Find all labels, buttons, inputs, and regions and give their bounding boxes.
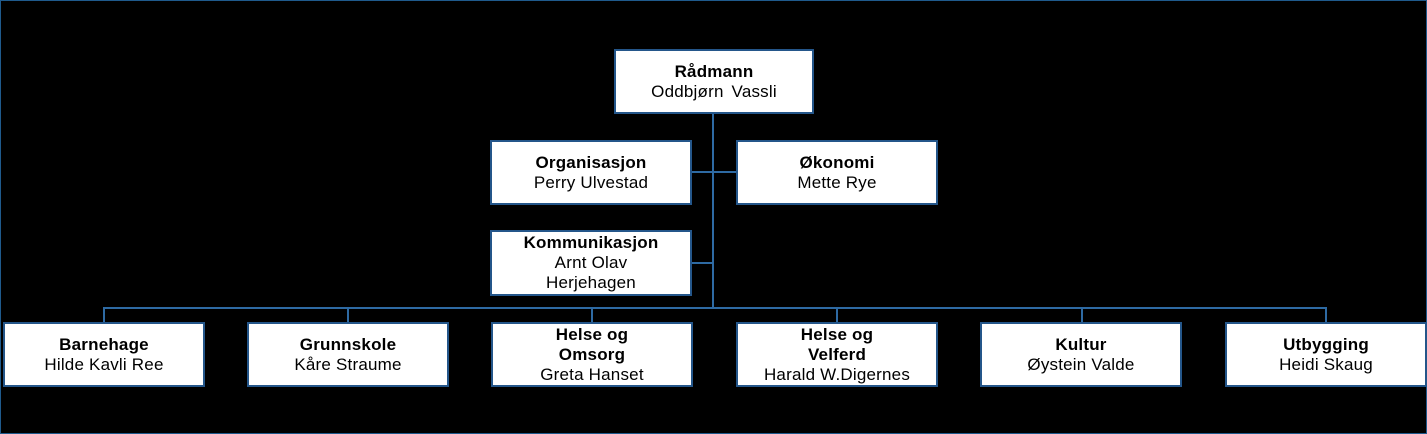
node-kultur: Kultur Øystein Valde: [980, 322, 1182, 387]
connector-unit-drop: [1081, 307, 1083, 323]
connector-staff-right: [713, 171, 737, 173]
connector-unit-drop: [591, 307, 593, 323]
node-title: Kultur: [1055, 334, 1107, 354]
connector-staff-kommunikasjon: [692, 262, 713, 264]
connector-unit-drop: [836, 307, 838, 323]
node-okonomi: Økonomi Mette Rye: [736, 140, 938, 205]
node-title: Rådmann: [674, 61, 754, 81]
node-title: Organisasjon: [535, 152, 647, 172]
node-title: Kommunikasjon: [523, 233, 659, 252]
node-title: Utbygging: [1283, 334, 1369, 354]
node-person: Harald W.Digernes: [763, 364, 911, 384]
connector-staff-left: [691, 171, 713, 173]
connector-trunk: [712, 113, 714, 308]
node-person: Kåre Straume: [294, 354, 402, 374]
node-person: Perry Ulvestad: [533, 172, 649, 192]
connector-unit-drop: [1325, 307, 1327, 323]
node-person: Oddbjørn Vassli: [651, 81, 777, 101]
node-person: Greta Hanset: [540, 364, 644, 384]
node-utbygging: Utbygging Heidi Skaug: [1225, 322, 1427, 387]
connector-units-bar: [103, 307, 1327, 309]
node-person: Mette Rye: [797, 172, 877, 192]
node-organisasjon: Organisasjon Perry Ulvestad: [490, 140, 692, 205]
node-radmann: Rådmann Oddbjørn Vassli: [614, 49, 814, 114]
node-kommunikasjon: Kommunikasjon Arnt Olav Herjehagen: [490, 230, 692, 296]
connector-unit-drop: [103, 307, 105, 323]
node-title: Grunnskole: [299, 334, 397, 354]
node-title: Helse og Omsorg: [555, 324, 629, 364]
node-barnehage: Barnehage Hilde Kavli Ree: [3, 322, 205, 387]
node-person: Arnt Olav Herjehagen: [546, 253, 636, 292]
node-person: Øystein Valde: [1027, 354, 1135, 374]
node-person: Heidi Skaug: [1279, 354, 1373, 374]
node-title: Økonomi: [799, 152, 875, 172]
node-title: Helse og Velferd: [800, 324, 874, 364]
node-helse-omsorg: Helse og Omsorg Greta Hanset: [491, 322, 693, 387]
connector-unit-drop: [347, 307, 349, 323]
node-person: Hilde Kavli Ree: [44, 354, 164, 374]
node-grunnskole: Grunnskole Kåre Straume: [247, 322, 449, 387]
node-title: Barnehage: [59, 334, 149, 354]
node-helse-velferd: Helse og Velferd Harald W.Digernes: [736, 322, 938, 387]
